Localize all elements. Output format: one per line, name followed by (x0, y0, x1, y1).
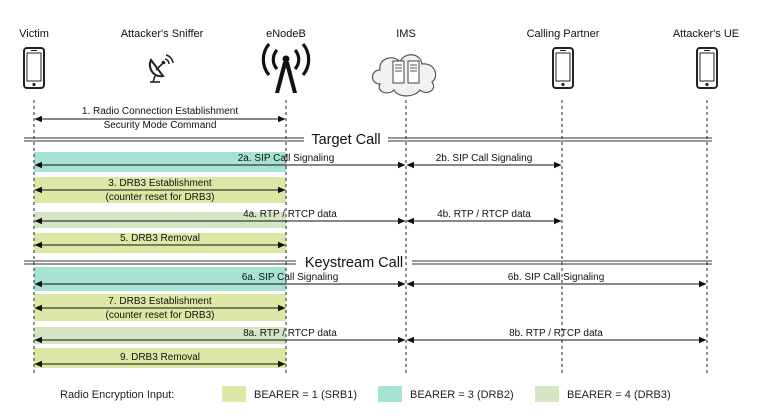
phone-icon (696, 47, 718, 89)
step1-sublabel: Security Mode Command (104, 120, 217, 131)
msg-8a-label: 8a. RTP / RTCP data (243, 328, 337, 339)
msg-8b-label: 8b. RTP / RTCP data (509, 328, 603, 339)
msg-7-label: 7. DRB3 Establishment (108, 296, 212, 307)
phone-icon (23, 47, 45, 89)
msg-5-label: 5. DRB3 Removal (120, 233, 200, 244)
actor-label-enodeb: eNodeB (266, 28, 306, 40)
msg-6b-label: 6b. SIP Call Signaling (508, 272, 605, 283)
lifelines (33, 100, 708, 375)
legend-swatch-drb3 (535, 386, 559, 402)
legend-label-drb2: BEARER = 3 (DRB2) (410, 389, 514, 401)
msg-7-sublabel: (counter reset for DRB3) (106, 310, 215, 321)
legend-title: Radio Encryption Input: (60, 389, 174, 401)
keystream-call-separator (24, 260, 712, 265)
msg-4b-label: 4b. RTP / RTCP data (437, 209, 531, 220)
actor-label-sniffer: Attacker's Sniffer (121, 28, 204, 40)
server-cloud-icon (371, 54, 437, 97)
msg-6a-label: 6a. SIP Call Signaling (242, 272, 339, 283)
actor-label-partner: Calling Partner (527, 28, 600, 40)
target-call-title: Target Call (311, 132, 380, 148)
legend-swatch-srb1 (222, 386, 246, 402)
actor-label-attacker-ue: Attacker's UE (673, 28, 739, 40)
msg-2a-label: 2a. SIP Call Signaling (238, 153, 335, 164)
msg-3-label: 3. DRB3 Establishment (108, 178, 212, 189)
step1-label: 1. Radio Connection Establishment (82, 106, 238, 117)
target-call-separator (24, 137, 712, 142)
msg-9-label: 9. DRB3 Removal (120, 352, 200, 363)
legend-label-drb3: BEARER = 4 (DRB3) (567, 389, 671, 401)
satellite-dish-icon (148, 54, 174, 83)
actor-label-ims: IMS (396, 28, 416, 40)
legend-swatch-drb2 (378, 386, 402, 402)
msg-4a-label: 4a. RTP / RTCP data (243, 209, 337, 220)
actor-labels: Victim Attacker's Sniffer eNodeB IMS Cal… (19, 28, 739, 40)
msg-2b-label: 2b. SIP Call Signaling (436, 153, 533, 164)
actor-label-victim: Victim (19, 28, 49, 40)
msg-3-sublabel: (counter reset for DRB3) (106, 192, 215, 203)
keystream-call-title: Keystream Call (305, 255, 403, 271)
legend-label-srb1: BEARER = 1 (SRB1) (254, 389, 357, 401)
antenna-tower-icon (261, 42, 311, 93)
legend: Radio Encryption Input: BEARER = 1 (SRB1… (60, 386, 671, 402)
phone-icon (552, 47, 574, 89)
